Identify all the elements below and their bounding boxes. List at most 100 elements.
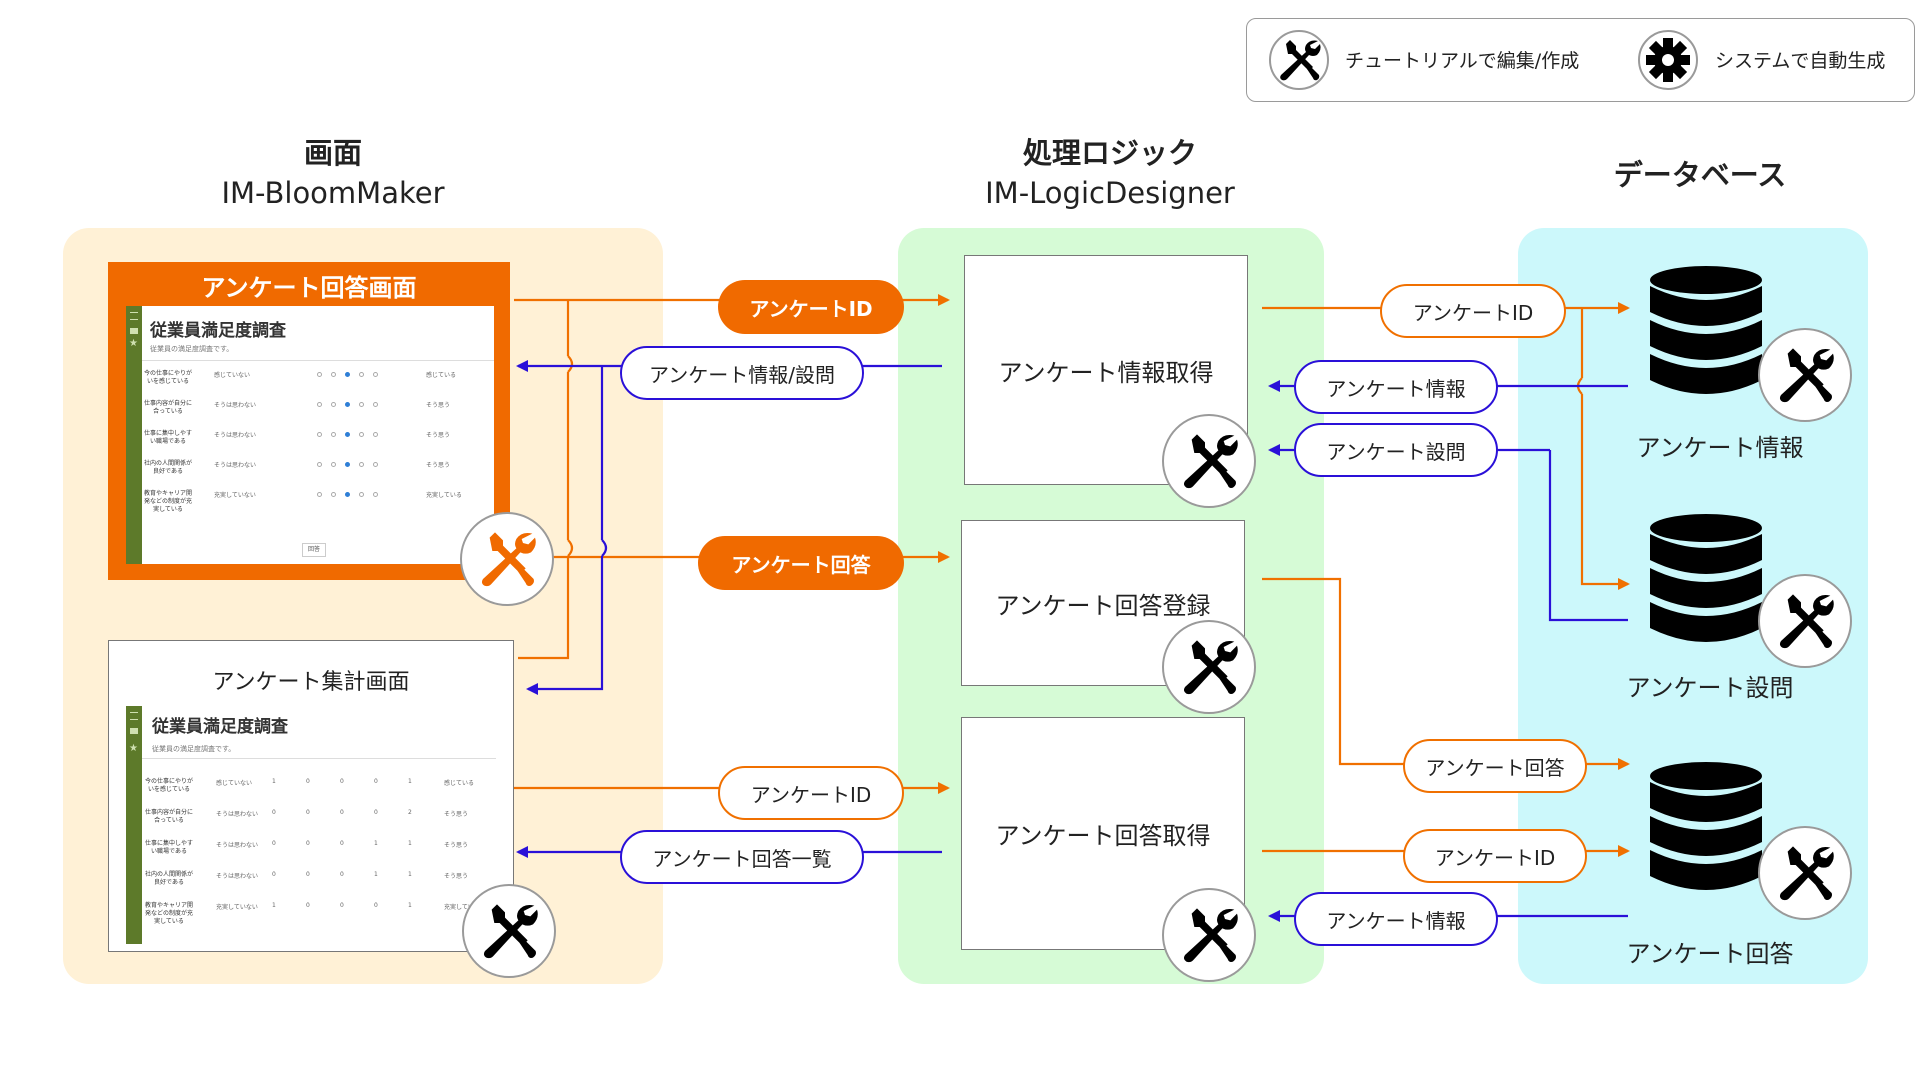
question-text: 教育やキャリア開発などの制度が充実している [144,902,193,925]
menu-icon [130,312,138,320]
count-cell: 1 [374,871,378,878]
legend-tutorial-label: チュートリアルで編集/作成 [1345,50,1580,72]
count-cell: 1 [408,871,412,878]
summary-survey-desc: 従業員の満足度調査です。 [152,745,236,753]
count-cell: 0 [272,809,276,816]
scale-high-label: 感じている [426,372,457,379]
logic-column-subtitle: IM-LogicDesigner [985,176,1235,210]
count-cell: 0 [272,871,276,878]
rating-radio[interactable] [359,432,364,437]
flow-pill-db-info-2: アンケート情報 [1294,892,1498,946]
scale-low-label: そうは思わない [214,432,257,439]
screen-sidebar: ★ [126,706,142,944]
count-cell: 1 [408,778,412,785]
count-cell: 1 [408,902,412,909]
rating-radio[interactable] [331,372,336,377]
scale-high-label: そう思う [444,842,469,849]
rating-radio[interactable] [317,372,322,377]
menu-icon [130,712,138,720]
rating-radio[interactable] [331,432,336,437]
count-cell: 2 [408,809,412,816]
question-text: 仕事内容が自分に合っている [144,400,193,415]
scale-high-label: そう思う [426,462,451,469]
rating-radio[interactable] [359,372,364,377]
gear-icon [1638,30,1698,90]
flow-pill-db-question: アンケート設問 [1294,423,1498,477]
rating-radio[interactable] [373,462,378,467]
rating-radio[interactable] [359,462,364,467]
count-cell: 0 [306,809,310,816]
rating-radio[interactable] [317,432,322,437]
scale-high-label: そう思う [444,811,469,818]
question-text: 仕事内容が自分に合っている [144,809,193,824]
count-cell: 0 [306,840,310,847]
count-cell: 1 [272,902,276,909]
rating-radio[interactable] [373,402,378,407]
rating-radio[interactable] [345,432,350,437]
rating-radio[interactable] [345,402,350,407]
star-icon: ★ [129,338,138,349]
flow-pill-db-survey-id-2: アンケートID [1403,829,1587,883]
flow-pill-answer-submit: アンケート回答 [698,536,904,590]
count-cell: 0 [340,840,344,847]
answer-question-row: 教育やキャリア開発などの制度が充実している 充実していない 充実している [126,490,494,518]
rating-radio[interactable] [359,492,364,497]
rating-radio[interactable] [373,372,378,377]
count-cell: 0 [306,778,310,785]
answer-screen-title: アンケート回答画面 [201,274,417,302]
wrench-screwdriver-icon [1758,826,1852,920]
rating-radio[interactable] [373,432,378,437]
question-text: 今の仕事にやりがいを感じている [144,778,193,793]
scale-high-label: 充実している [426,492,462,499]
flow-pill-db-info: アンケート情報 [1294,360,1498,414]
rating-radio[interactable] [331,492,336,497]
scale-low-label: 充実していない [214,492,256,499]
rating-radio[interactable] [373,492,378,497]
db-label-question: アンケート設問 [1626,674,1794,702]
flow-pill-survey-id-request: アンケートID [718,280,904,334]
answer-question-row: 仕事に集中しやすい職場である そうは思わない そう思う [126,430,494,458]
scale-low-label: 感じていない [216,780,253,787]
rating-radio[interactable] [345,492,350,497]
question-text: 社内の人間関係が良好である [144,460,193,475]
scale-low-label: そうは思わない [216,842,259,849]
database-icon [1640,260,1772,420]
question-text: 仕事に集中しやすい職場である [144,430,192,445]
wrench-screwdriver-icon [1269,30,1329,90]
rating-radio[interactable] [331,462,336,467]
flow-pill-answer-list: アンケート回答一覧 [620,830,864,884]
count-cell: 0 [374,902,378,909]
question-text: 今の仕事にやりがいを感じている [144,370,193,385]
rating-radio[interactable] [345,372,350,377]
answer-screen-form: ★ 従業員満足度調査 従業員の満足度調査です。 今の仕事にやりがいを感じている感… [126,306,494,564]
question-text: 教育やキャリア開発などの制度が充実している [144,490,193,513]
scale-high-label: そう思う [426,402,451,409]
screen-column-subtitle: IM-BloomMaker [221,176,445,210]
wrench-screwdriver-icon [460,512,554,606]
scale-low-label: そうは思わない [216,811,259,818]
rating-radio[interactable] [317,462,322,467]
rating-radio[interactable] [331,402,336,407]
scale-high-label: そう思う [426,432,451,439]
rating-radio[interactable] [345,462,350,467]
submit-button[interactable]: 回答 [302,543,326,557]
wrench-screwdriver-icon [1162,888,1256,982]
question-text: 社内の人間関係が良好である [144,871,193,886]
wrench-screwdriver-icon [1162,414,1256,508]
answer-survey-desc: 従業員の満足度調査です。 [150,345,234,353]
flow-pill-survey-id-summary: アンケートID [718,766,904,820]
summary-screen-table: ★ 従業員満足度調査 従業員の満足度調査です。 今の仕事にやりがいを感じている感… [126,706,496,944]
scale-low-label: そうは思わない [216,873,259,880]
rating-radio[interactable] [317,402,322,407]
rating-radio[interactable] [359,402,364,407]
count-cell: 0 [340,871,344,878]
rating-radio[interactable] [317,492,322,497]
summary-screen-title: アンケート集計画面 [212,670,410,695]
scale-high-label: そう思う [444,873,469,880]
